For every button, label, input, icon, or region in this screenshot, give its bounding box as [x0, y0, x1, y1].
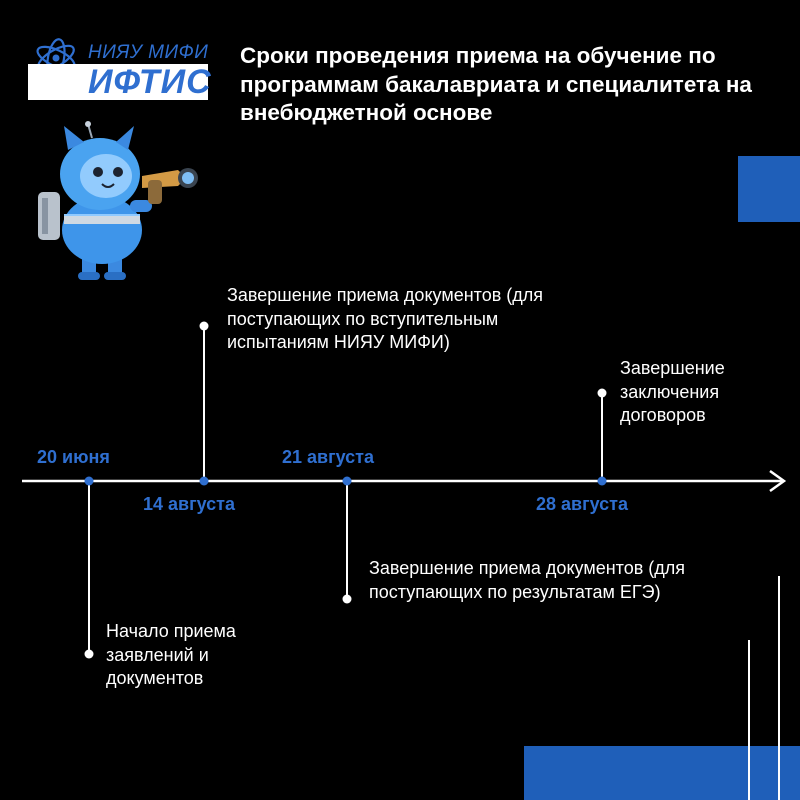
robot-cat-mascot-icon: [38, 121, 198, 280]
event-label-3: Завершение приема документов (для поступ…: [369, 558, 686, 602]
logo-box: [28, 64, 208, 100]
logo-university-name: НИЯУ МИФИ: [88, 42, 209, 63]
axis-marker-2: [199, 476, 209, 486]
axis-marker-4: [597, 476, 607, 486]
page-title: Сроки проведения приема на обучение по п…: [240, 43, 752, 125]
date-label-2: 14 августа: [143, 494, 235, 514]
event-label-2: Завершение приема документов (для поступ…: [227, 285, 544, 352]
date-label-3: 21 августа: [282, 447, 374, 467]
end-dot-2: [199, 321, 209, 331]
end-dot-3: [342, 594, 352, 604]
end-dot-1: [84, 649, 94, 659]
event-label-4: Завершение заключения договоров: [620, 358, 725, 425]
event-label-1: Начало приема заявлений и документов: [106, 621, 236, 688]
decor-line-2: [778, 576, 780, 800]
date-label-1: 20 июня: [37, 447, 110, 467]
decor-line-1: [748, 640, 750, 800]
timeline-arrow-icon: [769, 469, 787, 493]
decor-block-bottom: [524, 746, 800, 800]
logo-institute-name: ИФТИС: [88, 63, 212, 101]
axis-marker-3: [342, 476, 352, 486]
decor-block-right: [738, 156, 800, 222]
axis-marker-1: [84, 476, 94, 486]
end-dot-4: [597, 388, 607, 398]
date-label-4: 28 августа: [536, 494, 628, 514]
